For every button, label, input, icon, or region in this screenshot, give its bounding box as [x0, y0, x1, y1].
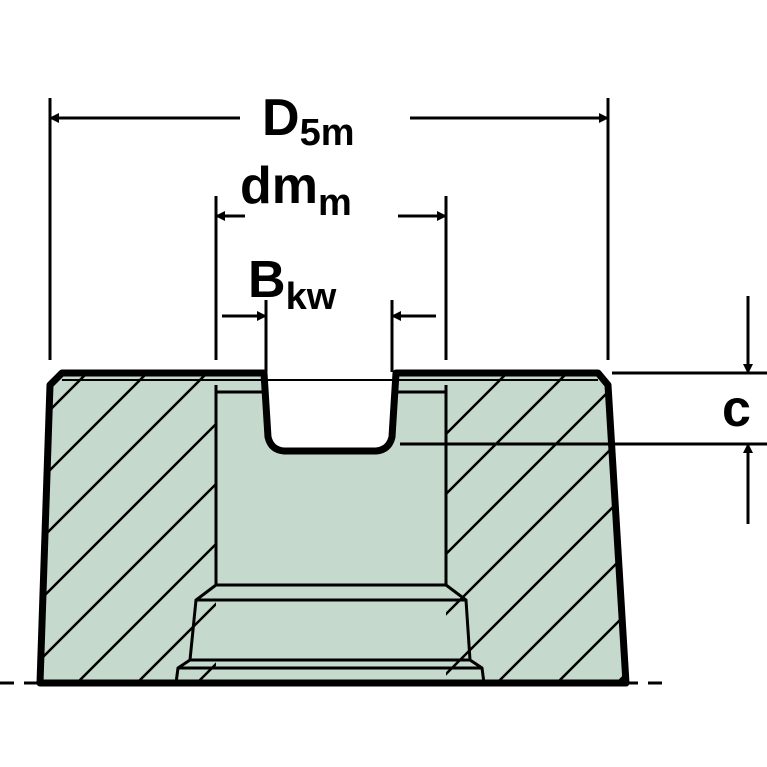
hatch-right: [446, 373, 626, 683]
hatch-left: [40, 373, 216, 683]
label-outer-diameter-symbol: D: [262, 89, 300, 147]
label-mounting-diameter: dmm: [240, 157, 352, 224]
label-keyway-depth: c: [722, 380, 751, 438]
label-keyway-width-symbol: B: [248, 251, 286, 309]
label-mounting-diameter-subscript: m: [318, 182, 352, 224]
cutter-body: [36, 369, 630, 687]
label-keyway-width: Bkw: [248, 251, 337, 318]
label-outer-diameter: D5m: [262, 89, 354, 154]
label-outer-diameter-subscript: 5m: [300, 112, 355, 154]
bore-outlines: [62, 379, 598, 684]
dimension-arrows: [49, 113, 753, 524]
label-keyway-width-subscript: kw: [286, 276, 337, 318]
label-mounting-diameter-symbol: dm: [240, 157, 318, 215]
